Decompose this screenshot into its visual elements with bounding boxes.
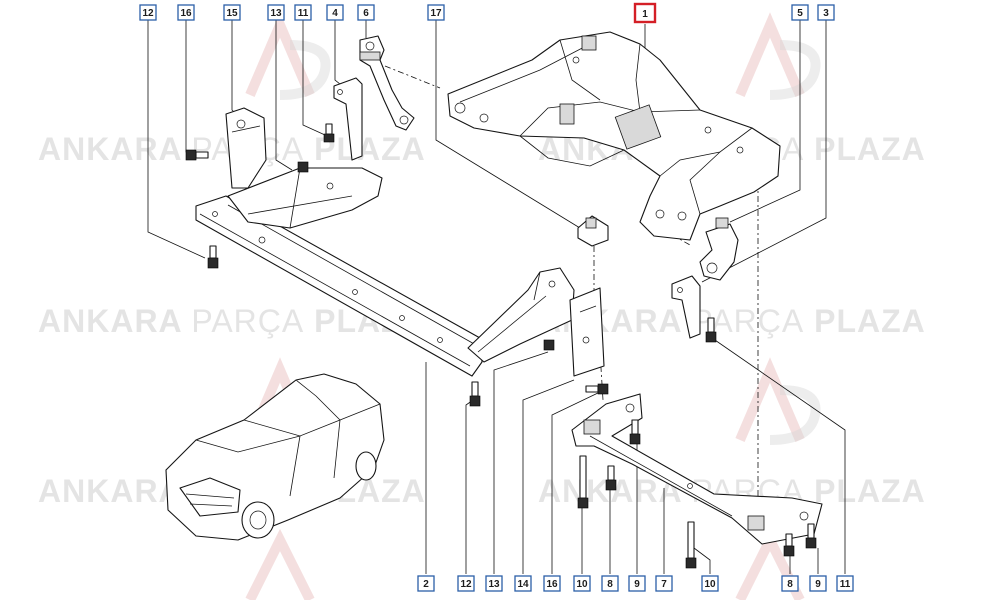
- svg-text:4: 4: [332, 8, 338, 19]
- watermark-logo: [245, 528, 315, 600]
- callout-13-top: 13: [267, 4, 285, 21]
- watermark-logo: [735, 357, 821, 445]
- callout-8-right: 8: [781, 575, 799, 592]
- callout-17: 17: [427, 4, 445, 21]
- svg-text:9: 9: [815, 579, 821, 590]
- svg-text:3: 3: [823, 8, 829, 19]
- callout-2: 2: [417, 575, 435, 592]
- mount-17: [577, 215, 609, 247]
- watermark-text: ANKARA PARÇA PLAZA ANKARA PARÇA PLAZA AN…: [38, 131, 925, 509]
- callout-9-right: 9: [809, 575, 827, 592]
- bracket-3: [671, 275, 701, 339]
- watermark-row: ANKARA PARÇA PLAZA: [38, 131, 426, 167]
- svg-text:8: 8: [607, 579, 613, 590]
- callout-15: 15: [223, 4, 241, 21]
- car-illustration: [165, 373, 385, 541]
- svg-text:14: 14: [517, 579, 529, 590]
- svg-text:9: 9: [634, 579, 640, 590]
- bolt-8-right: [783, 533, 795, 557]
- svg-text:10: 10: [704, 579, 716, 590]
- callout-5: 5: [791, 4, 809, 21]
- svg-text:7: 7: [661, 579, 667, 590]
- callout-16-top: 16: [177, 4, 195, 21]
- svg-text:16: 16: [546, 579, 558, 590]
- svg-text:2: 2: [423, 579, 429, 590]
- svg-text:10: 10: [576, 579, 588, 590]
- callout-boxes: 12 16 15 13 11 4 6 17: [139, 2, 854, 592]
- front-crossmember: [195, 195, 483, 377]
- side-bracket-4: [333, 77, 363, 161]
- bolt-12-bottom: [469, 381, 481, 407]
- svg-text:6: 6: [363, 8, 369, 19]
- bracket-15: [225, 107, 267, 189]
- callout-12-bottom: 12: [457, 575, 475, 592]
- svg-text:12: 12: [142, 8, 154, 19]
- svg-text:16: 16: [180, 8, 192, 19]
- svg-text:15: 15: [226, 8, 238, 19]
- svg-text:1: 1: [642, 9, 648, 20]
- bolt-8-left: [605, 465, 617, 491]
- watermark-logo: [245, 12, 331, 100]
- svg-text:11: 11: [840, 579, 851, 590]
- callout-14: 14: [514, 575, 532, 592]
- bolt-11-top: [323, 123, 335, 143]
- callout-11-top: 11: [294, 4, 312, 21]
- bolt-9-right: [805, 523, 817, 549]
- callout-10-left: 10: [573, 575, 591, 592]
- callout-7: 7: [655, 575, 673, 592]
- bolt-16-bottom: [585, 383, 609, 395]
- bolt-16-top: [185, 149, 209, 161]
- left-reinforcement-bracket: [227, 167, 383, 229]
- callout-6: 6: [357, 4, 375, 21]
- svg-text:13: 13: [270, 8, 282, 19]
- svg-text:13: 13: [488, 579, 500, 590]
- arm-5: [699, 217, 739, 281]
- callout-4: 4: [326, 4, 344, 21]
- callout-16-bottom: 16: [543, 575, 561, 592]
- callout-8-left: 8: [601, 575, 619, 592]
- fasteners: [185, 123, 817, 569]
- callout-3: 3: [817, 4, 835, 21]
- bolt-11-bottom: [705, 317, 717, 343]
- callout-11-bottom: 11: [836, 575, 854, 592]
- callout-9-left: 9: [628, 575, 646, 592]
- callout-13-bottom: 13: [485, 575, 503, 592]
- svg-text:5: 5: [797, 8, 803, 19]
- svg-text:11: 11: [298, 8, 309, 19]
- main-subframe: [447, 31, 781, 241]
- bolt-12-top: [207, 245, 219, 269]
- callout-12-top: 12: [139, 4, 157, 21]
- right-reinforcement-bracket: [467, 267, 575, 363]
- nut-13-bottom: [543, 339, 555, 351]
- bolt-10-left: [577, 455, 589, 509]
- svg-text:17: 17: [430, 8, 442, 19]
- link-6: [359, 35, 415, 131]
- bolt-9-left: [629, 419, 641, 445]
- bracket-14: [569, 287, 605, 377]
- svg-text:12: 12: [460, 579, 472, 590]
- nut-13-top: [297, 161, 309, 173]
- bolt-10-right: [685, 521, 697, 569]
- lower-tie-bar: [571, 393, 823, 545]
- watermark-logo: [735, 12, 821, 100]
- callout-1: 1: [633, 2, 657, 24]
- svg-text:8: 8: [787, 579, 793, 590]
- callout-10-right: 10: [701, 575, 719, 592]
